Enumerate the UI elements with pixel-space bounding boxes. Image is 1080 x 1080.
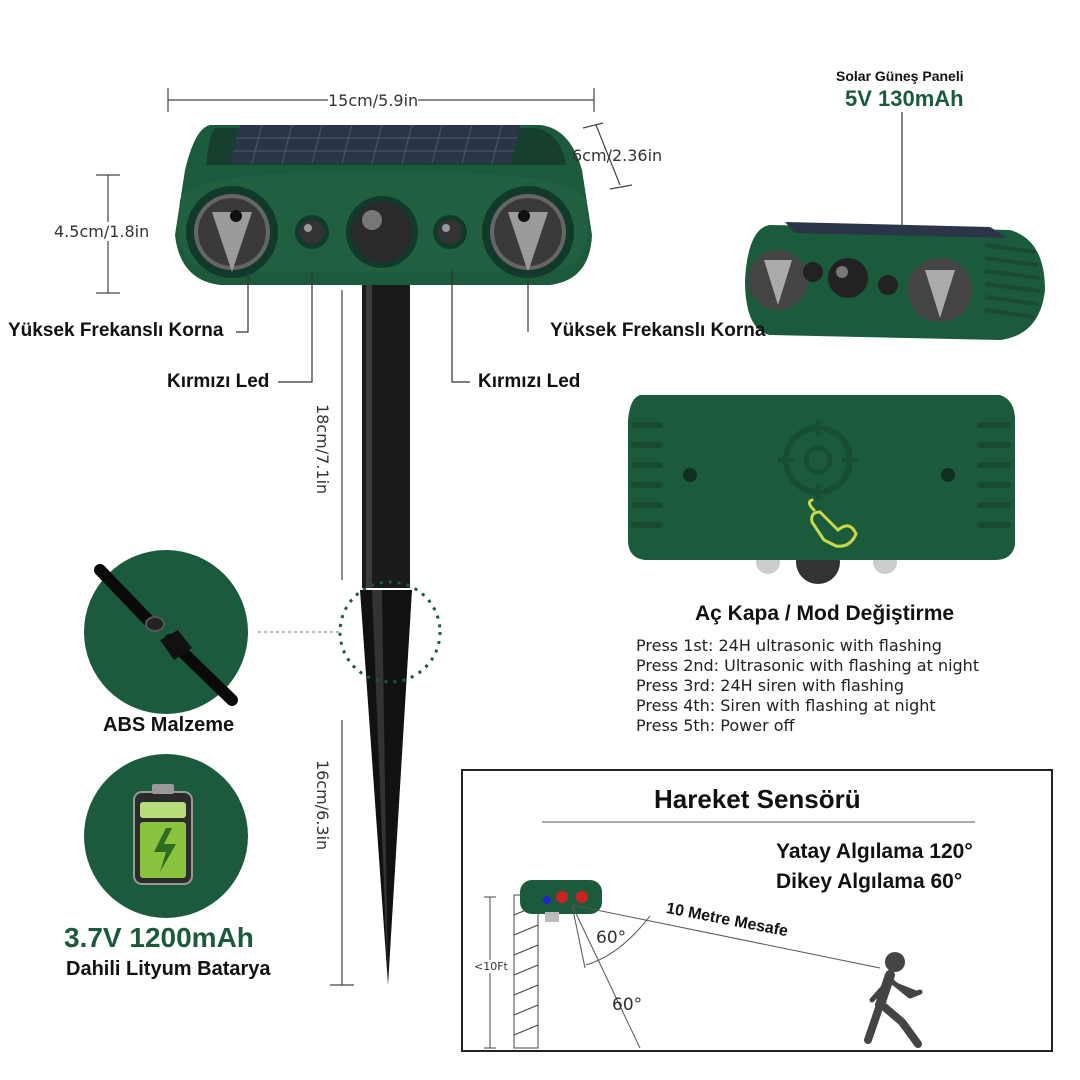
stake-icon: [258, 268, 442, 985]
angle-label-b: 60°: [612, 995, 643, 1015]
horn-right-label: Yüksek Frekanslı Korna: [550, 320, 766, 341]
motion-sensor-panel: [461, 769, 1053, 1052]
press-instruction: Press 1st: 24H ultrasonic with flashing: [636, 636, 942, 655]
width-dimension: 15cm/5.9in: [328, 91, 419, 110]
abs-material-icon: [84, 550, 248, 714]
pole-lower-dimension: 16cm/6.3in: [313, 756, 332, 855]
motion-sensor-title: Hareket Sensörü: [654, 784, 861, 814]
mode-switch-title: Aç Kapa / Mod Değiştirme: [695, 602, 955, 625]
speaker-horn-icon: [482, 186, 574, 278]
power-button: [778, 420, 858, 500]
led-left-label: Kırmızı Led: [167, 371, 270, 392]
battery-icon: [84, 754, 248, 918]
battery-label: Dahili Lityum Batarya: [66, 958, 271, 980]
led-right-label: Kırmızı Led: [478, 371, 581, 392]
vertical-detection: Dikey Algılama 60°: [776, 870, 963, 893]
device-side-view: [745, 112, 1045, 340]
press-instruction: Press 5th: Power off: [636, 716, 795, 735]
speaker-horn-icon: [186, 186, 278, 278]
hand-press-icon: [807, 498, 858, 548]
angle-label-a: 60°: [596, 928, 627, 948]
callout-lines: [236, 270, 529, 383]
press-instruction: Press 4th: Siren with flashing at night: [636, 696, 936, 715]
pir-sensor-icon: [346, 196, 418, 268]
pole-upper-dimension: 18cm/7.1in: [313, 400, 332, 499]
led-icon: [433, 215, 467, 249]
press-instruction: Press 2nd: Ultrasonic with flashing at n…: [636, 656, 980, 675]
led-icon: [295, 215, 329, 249]
depth-dimension: 6cm/2.36in: [572, 146, 663, 165]
height-dimension: 4.5cm/1.8in: [54, 222, 150, 241]
solar-spec: 5V 130mAh: [845, 86, 964, 111]
device-back-view: [628, 395, 1015, 584]
device-front: [175, 124, 592, 285]
height-mark: <10Ft: [474, 960, 508, 973]
solar-panel-icon: [230, 124, 520, 164]
solar-title: Solar Güneş Paneli: [836, 68, 964, 84]
press-instruction: Press 3rd: 24H siren with flashing: [636, 676, 904, 695]
walking-person-icon: [864, 952, 923, 1048]
abs-material-label: ABS Malzeme: [103, 714, 235, 736]
battery-spec: 3.7V 1200mAh: [64, 922, 254, 953]
horizontal-detection: Yatay Algılama 120°: [776, 840, 973, 863]
horn-left-label: Yüksek Frekanslı Korna: [8, 320, 224, 341]
